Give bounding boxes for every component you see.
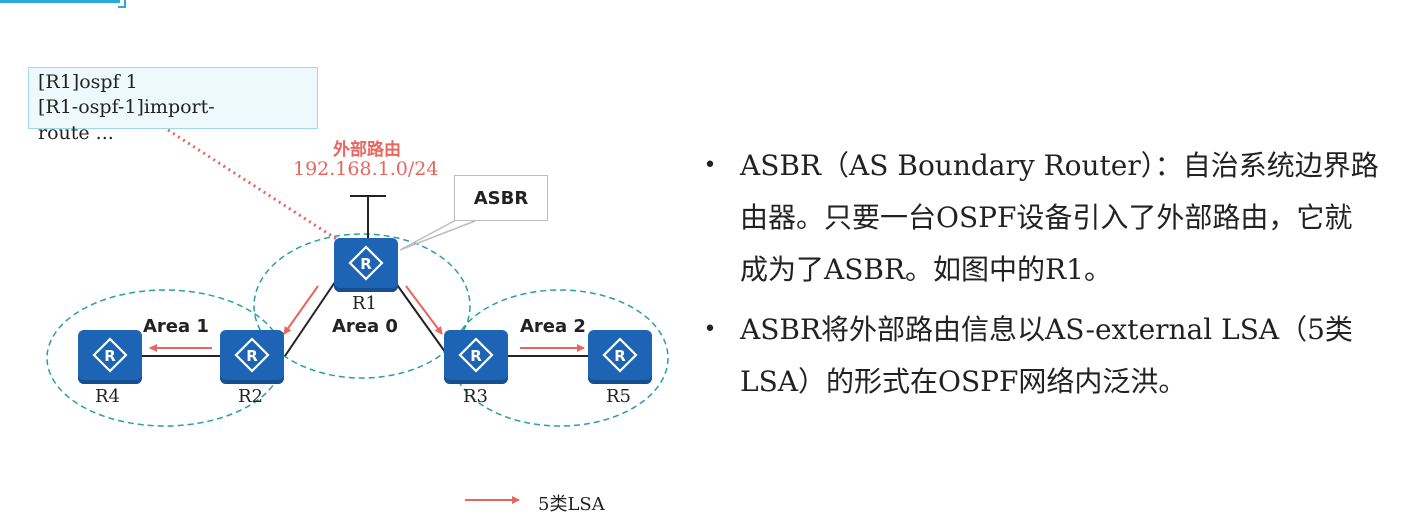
svg-text:R: R [360, 255, 372, 273]
lsa-arrow-r1-r2 [283, 285, 319, 335]
bullet-item-asbr-flooding: • ASBR将外部路由信息以AS-external LSA（5类LSA）的形式在… [700, 304, 1380, 408]
area0-label: Area 0 [332, 316, 398, 337]
area2-label: Area 2 [520, 316, 586, 337]
router-r3-label: R3 [463, 386, 489, 407]
bullet-text: ASBR将外部路由信息以AS-external LSA（5类LSA）的形式在OS… [740, 313, 1353, 398]
command-box [28, 67, 318, 129]
svg-text:R: R [104, 347, 116, 365]
router-r5-icon: R [588, 330, 652, 384]
router-r2-icon: R [220, 330, 284, 384]
command-line-1: [R1]ospf 1 [38, 71, 138, 93]
router-r4-label: R4 [95, 386, 121, 407]
area2-ellipse [451, 289, 669, 427]
command-pointer [167, 128, 339, 242]
router-r2-label: R2 [238, 386, 264, 407]
bullet-dot: • [703, 153, 717, 178]
svg-text:R: R [246, 347, 258, 365]
command-line-3: route ... [38, 122, 114, 144]
external-route-ip: 192.168.1.0/24 [293, 158, 439, 180]
router-r4-icon: R [78, 330, 142, 384]
link-r1-r3 [394, 281, 449, 357]
router-r3-icon: R [444, 330, 508, 384]
bullet-text: ASBR（AS Boundary Router）：自治系统边界路由器。只要一台O… [740, 149, 1379, 286]
bullet-dot: • [703, 317, 717, 342]
legend-label: 5类LSA [538, 494, 605, 515]
svg-text:R: R [470, 347, 482, 365]
lsa-arrow-r1-r3 [405, 285, 443, 335]
router-r1-icon: R [334, 238, 398, 292]
top-accent-bar [0, 0, 120, 3]
bullet-item-asbr-definition: • ASBR（AS Boundary Router）：自治系统边界路由器。只要一… [700, 140, 1380, 296]
command-line-2: [R1-ospf-1]import- [38, 96, 215, 118]
bullet-list: • ASBR（AS Boundary Router）：自治系统边界路由器。只要一… [700, 140, 1380, 416]
asbr-callout: ASBR [454, 175, 548, 221]
top-accent-tip [118, 0, 126, 8]
topology-diagram [46, 128, 669, 504]
link-r2-r1 [284, 281, 336, 357]
router-r1-label: R1 [352, 293, 378, 314]
asbr-callout-pointer [399, 219, 476, 251]
router-r5-label: R5 [606, 386, 632, 407]
area1-label: Area 1 [143, 316, 209, 337]
svg-text:R: R [614, 347, 626, 365]
external-route-label: 外部路由 [333, 140, 401, 160]
area0-ellipse [253, 233, 471, 379]
